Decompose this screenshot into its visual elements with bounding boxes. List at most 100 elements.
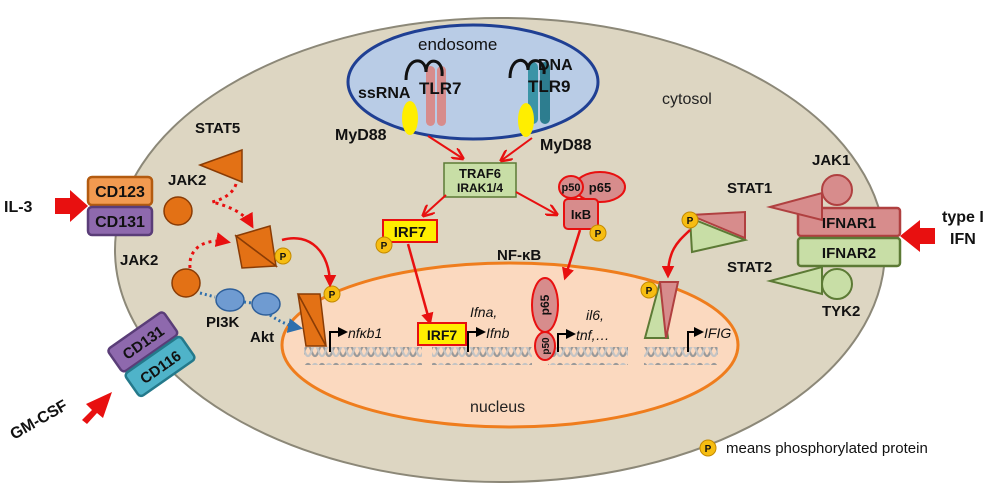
dotted-arrow-jak2-stat5 xyxy=(188,232,231,269)
p50-nucleus xyxy=(534,331,556,361)
akt-label: Akt xyxy=(250,329,274,346)
promoter-arrow-ifn xyxy=(467,327,486,352)
irf7-nucleus-label: IRF7 xyxy=(427,327,458,343)
dna-segment-3 xyxy=(548,347,628,365)
phospho-ikb-icon xyxy=(589,224,607,242)
arrow-nfkb-nucleus xyxy=(562,229,582,281)
ssrna-label: ssRNA xyxy=(358,85,411,102)
myd88-right-adapter xyxy=(518,103,534,137)
type-i-label: type I xyxy=(942,209,984,226)
arrow-traf6-nfkb xyxy=(515,191,556,214)
ifnar2-label: IFNAR2 xyxy=(822,245,876,262)
stat2-label: STAT2 xyxy=(727,259,772,276)
il3-label: IL-3 xyxy=(4,199,33,216)
tyk2-label: TYK2 xyxy=(822,303,860,320)
cd123-receptor xyxy=(86,175,154,207)
irf7-cytosol-label: IRF7 xyxy=(394,224,427,241)
promoter-arrow-il6 xyxy=(557,329,576,352)
phospho-irf7-label: P xyxy=(381,241,388,252)
traf6-label: TRAF6 xyxy=(459,166,501,181)
phospho-stat5-nucleus-label: P xyxy=(329,290,336,301)
phospho-stat5-cytosol-label: P xyxy=(280,252,287,263)
ifn-input-arrow xyxy=(900,220,935,252)
dna-segment-4 xyxy=(644,347,718,365)
irf7-cytosol-box xyxy=(382,219,438,243)
legend-phospho-icon xyxy=(699,439,717,457)
ifn-label: IFN xyxy=(950,231,976,248)
phospho-stat-cytosol-icon xyxy=(681,211,699,229)
stat5-label: STAT5 xyxy=(195,120,240,137)
nfkb-label: NF-κB xyxy=(497,247,541,264)
nucleus-label: nucleus xyxy=(470,399,525,416)
cd131-top-label: CD131 xyxy=(95,214,145,231)
legend-phospho-symbol: P xyxy=(705,444,712,455)
tlr7-label: TLR7 xyxy=(419,79,462,98)
stat1-protein xyxy=(766,191,823,222)
tlr9-label: TLR9 xyxy=(528,77,571,96)
dotted-arrow-stat5-jak2 xyxy=(211,183,254,229)
legend-text: means phosphorylated protein xyxy=(726,440,928,457)
gene-nfkb1-label: nfκb1 xyxy=(348,325,382,341)
p65-nucleus-label: p65 xyxy=(538,294,552,315)
pi3k-kinase xyxy=(215,288,245,312)
gene-ifna-label: Ifna, xyxy=(470,304,497,320)
endosome-label: endosome xyxy=(418,35,497,54)
dna-segment-2 xyxy=(432,347,532,365)
irf7-nucleus-box xyxy=(417,322,467,346)
arrow-myd88-left-traf6 xyxy=(427,135,462,158)
phospho-stat-cytosol-label: P xyxy=(687,216,694,227)
cd123-label: CD123 xyxy=(95,184,145,201)
jak1-label: JAK1 xyxy=(812,152,850,169)
ifnar1-receptor xyxy=(796,206,902,238)
promoter-arrow-nfkb1 xyxy=(329,327,348,352)
promoter-arrow-ifig xyxy=(687,327,704,352)
stat2-protein xyxy=(766,265,823,296)
myd88-right-label: MyD88 xyxy=(540,137,592,154)
jak2-bottom-kinase xyxy=(171,268,201,298)
traf6-irak-box xyxy=(443,162,517,198)
p65-cytosol-label: p65 xyxy=(589,180,611,195)
stat5-dimer-nucleus xyxy=(296,293,328,347)
akt-kinase xyxy=(251,292,281,316)
ikb-label: IκB xyxy=(571,207,591,222)
cytosol-label: cytosol xyxy=(662,91,712,108)
p50-cytosol-label: p50 xyxy=(562,182,581,194)
gm-csf-receptor: CD131 CD116 xyxy=(107,311,196,398)
dna-segment-1 xyxy=(304,347,422,365)
irak-label: IRAK1/4 xyxy=(457,181,503,195)
gene-ifnb-label: Ifnb xyxy=(486,325,510,341)
gmcsf-input-arrow xyxy=(82,392,112,424)
dotted-link-pi3k-akt xyxy=(243,300,253,305)
phospho-stat-nucleus-label: P xyxy=(646,286,653,297)
arrow-stat5-nucleus xyxy=(281,237,337,288)
il3-input-arrow xyxy=(55,190,88,222)
arrow-irf7-nucleus xyxy=(406,243,434,326)
stat5-monomer xyxy=(197,148,243,184)
dna-strand-icon xyxy=(508,59,546,79)
myd88-left-label: MyD88 xyxy=(335,127,387,144)
arrow-traf6-irf7 xyxy=(424,194,447,215)
gene-il6-label: il6, xyxy=(586,307,604,323)
gene-tnf-label: tnf,… xyxy=(576,327,609,343)
p50-nucleus-label: p50 xyxy=(541,337,552,355)
tlr7-receptor xyxy=(426,66,446,126)
stat5-dimer-cytosol xyxy=(234,225,279,269)
stat1-label: STAT1 xyxy=(727,180,772,197)
myd88-left-adapter xyxy=(402,101,418,135)
ifnar2-receptor xyxy=(796,236,902,268)
phospho-ikb-label: P xyxy=(595,229,602,240)
dna-label: DNA xyxy=(538,57,573,74)
stat1-stat2-dimer-cytosol xyxy=(688,210,749,254)
jak2-bottom-label: JAK2 xyxy=(120,252,158,269)
dotted-arrow-akt-nucleus xyxy=(269,313,303,333)
gmcsf-label: GM-CSF xyxy=(8,397,71,443)
arrow-myd88-right-traf6 xyxy=(502,137,533,160)
jak2-top-kinase xyxy=(163,196,193,226)
cd131-bottom-receptor xyxy=(107,311,179,373)
phospho-irf7-icon xyxy=(375,236,393,254)
ifnar1-label: IFNAR1 xyxy=(822,215,876,232)
arrow-stat-cytosol-nucleus xyxy=(661,229,691,279)
cd131-top-receptor xyxy=(86,205,154,237)
ikb-box xyxy=(563,198,599,230)
